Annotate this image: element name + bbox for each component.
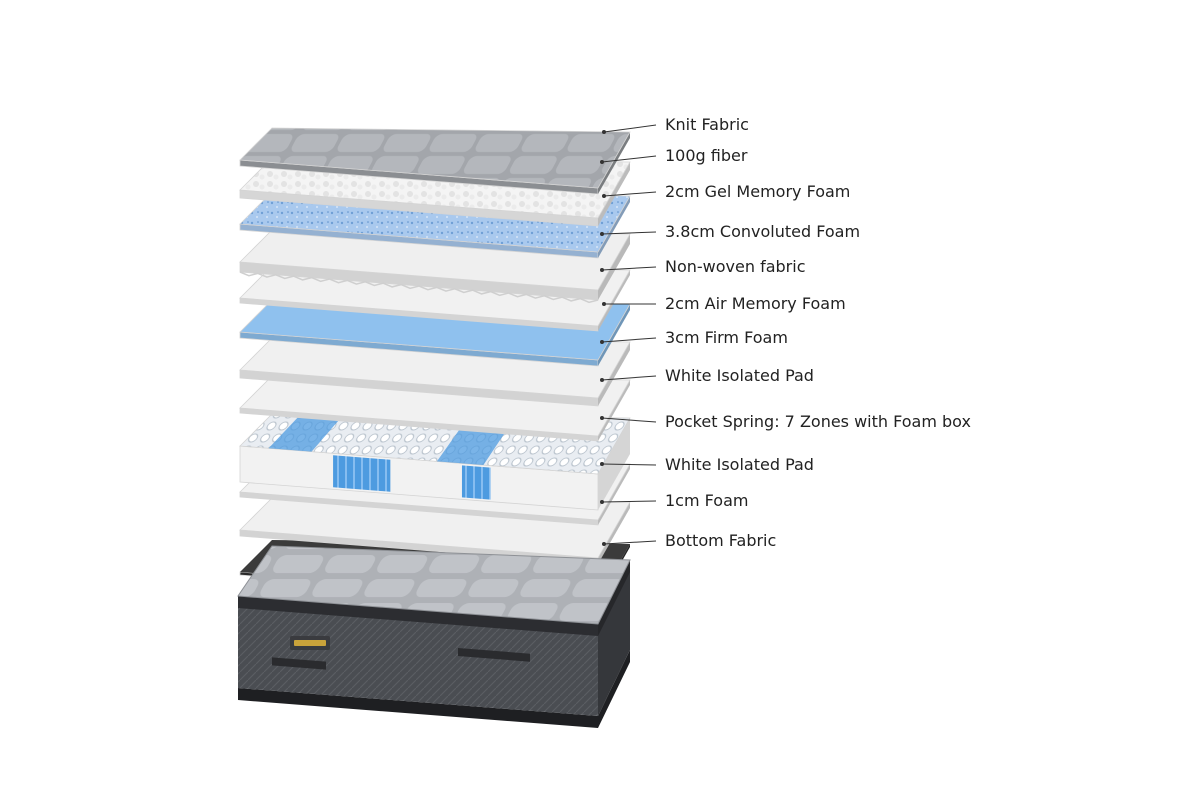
layer-label: 1cm Foam	[665, 491, 748, 510]
spring-zone-2	[461, 465, 491, 500]
layer-stack	[239, 127, 631, 604]
layer-side-edge	[598, 304, 630, 366]
leader-dot	[602, 542, 606, 546]
leader-line	[601, 231, 657, 235]
leader-dot	[602, 302, 606, 306]
leader-line	[601, 375, 657, 381]
layer-side-edge	[598, 502, 630, 564]
layer-side-edge	[598, 162, 630, 226]
layer-label: Non-woven fabric	[665, 257, 806, 276]
leader-dot	[600, 340, 604, 344]
leader-line	[601, 337, 657, 343]
leader-dot	[600, 160, 604, 164]
layer-side-edge	[598, 270, 630, 331]
convoluted-edge	[239, 271, 599, 304]
leader-line	[603, 540, 657, 545]
leader-dot	[600, 232, 604, 236]
layer-side-edge	[598, 342, 630, 406]
leader-line	[601, 417, 657, 423]
leader-line	[603, 124, 657, 133]
layer-label: Pocket Spring: 7 Zones with Foam box	[665, 412, 971, 431]
layer-label: 2cm Gel Memory Foam	[665, 182, 850, 201]
layer-side-edge	[598, 234, 630, 300]
layer-label: 2cm Air Memory Foam	[665, 294, 846, 313]
layer-label: White Isolated Pad	[665, 455, 814, 474]
layer-label: Bottom Fabric	[665, 531, 776, 550]
spring-zone-1	[333, 455, 391, 492]
leader-dot	[600, 462, 604, 466]
layer-1	[239, 127, 631, 195]
layer-side-edge	[598, 380, 630, 441]
leader-dot	[600, 378, 604, 382]
leader-dot	[600, 500, 604, 504]
assembled-mattress-icon	[237, 545, 631, 728]
layer-top-surface	[239, 127, 631, 189]
leader-dot	[602, 194, 606, 198]
leader-line	[601, 155, 657, 163]
leader-dot	[600, 268, 604, 272]
leader-line	[601, 500, 657, 503]
spring-top-zone-1	[268, 414, 344, 452]
leader-line	[601, 266, 657, 271]
leader-dot	[602, 130, 606, 134]
leader-line	[601, 463, 657, 466]
layer-side-edge	[598, 464, 630, 525]
layer-label: Knit Fabric	[665, 115, 749, 134]
layer-label: 3.8cm Convoluted Foam	[665, 222, 860, 241]
layer-label: 100g fiber	[665, 146, 748, 165]
leader-line	[603, 191, 657, 197]
layer-label: White Isolated Pad	[665, 366, 814, 385]
leader-dot	[600, 416, 604, 420]
layer-side-edge	[598, 132, 630, 194]
layer-label: 3cm Firm Foam	[665, 328, 788, 347]
layer-side-edge	[598, 196, 630, 258]
